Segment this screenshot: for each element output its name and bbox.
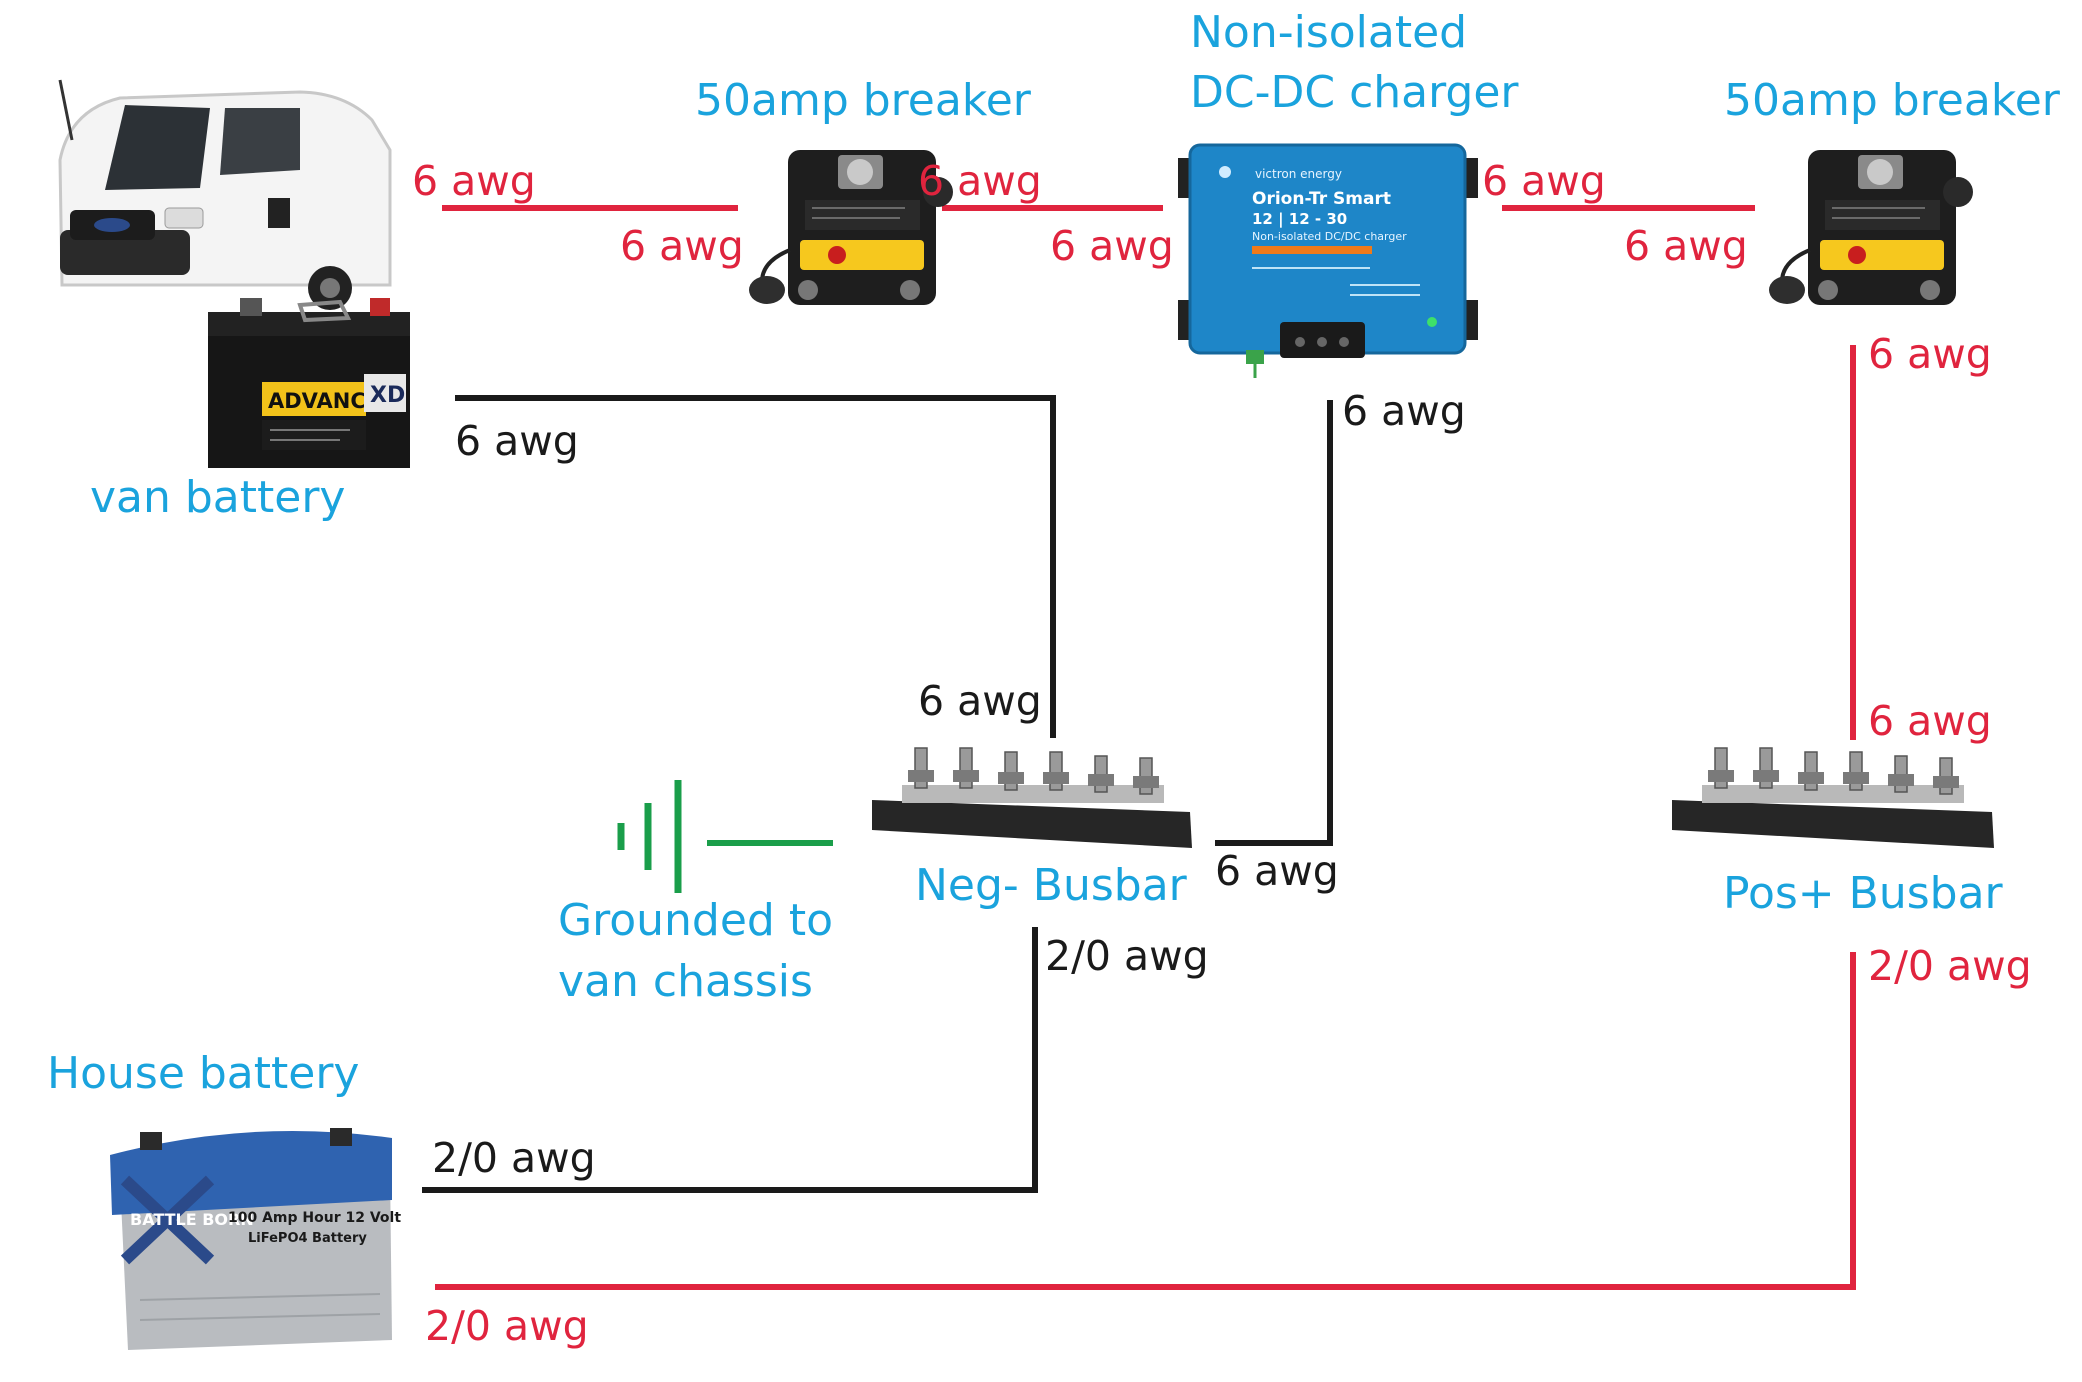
label-charger-neg: 6 awg xyxy=(1342,387,1466,435)
house-battery-icon: BATTLE BORN 100 Amp Hour 12 Volt LiFePO4… xyxy=(110,1128,401,1350)
van-icon xyxy=(58,79,392,310)
breaker-2-label: 50amp breaker xyxy=(1724,75,2061,126)
house-battery-spec2: LiFePO4 Battery xyxy=(248,1231,367,1246)
van-battery-icon: ADVANCED XD xyxy=(208,298,410,468)
van-battery-label: van battery xyxy=(90,472,345,523)
dc-dc-charger-icon: victron energy Orion-Tr Smart 12 | 12 - … xyxy=(1178,143,1478,378)
label-van-to-breaker-bottom: 6 awg xyxy=(620,222,744,270)
house-battery-brand: BATTLE BORN xyxy=(130,1210,254,1229)
label-pos-busbar-out: 2/0 awg xyxy=(1868,942,2032,990)
label-van-to-breaker-top: 6 awg xyxy=(412,157,536,205)
label-pos-busbar-in: 6 awg xyxy=(1868,697,1992,745)
label-charger-to-breaker-bottom: 6 awg xyxy=(1624,222,1748,270)
wire-neg-busbar-to-house xyxy=(422,927,1038,1193)
label-charger-to-breaker-top: 6 awg xyxy=(1482,157,1606,205)
neg-busbar-icon xyxy=(872,747,1192,848)
ground-icon xyxy=(617,780,682,893)
house-battery-label: House battery xyxy=(47,1048,359,1099)
van-battery-badge: XD xyxy=(370,383,405,408)
label-neg-busbar-in: 6 awg xyxy=(918,677,1042,725)
charger-label-line2: DC-DC charger xyxy=(1190,67,1519,118)
charger-rating: 12 | 12 - 30 xyxy=(1252,210,1347,229)
label-breaker-to-charger-top: 6 awg xyxy=(918,157,1042,205)
label-house-neg: 2/0 awg xyxy=(432,1134,596,1182)
breaker-1-label: 50amp breaker xyxy=(695,75,1032,126)
wire-pos-busbar-to-house xyxy=(435,952,1856,1290)
label-breaker-down: 6 awg xyxy=(1868,330,1992,378)
pos-busbar-icon xyxy=(1672,747,1994,848)
label-van-neg: 6 awg xyxy=(455,417,579,465)
breaker-2-icon xyxy=(1769,150,1973,305)
wire-labels: 6 awg 6 awg 6 awg 6 awg 6 awg 6 awg 6 aw… xyxy=(412,157,2032,1350)
charger-brand: victron energy xyxy=(1255,167,1342,181)
label-neg-busbar-out: 2/0 awg xyxy=(1045,932,1209,980)
wire-van-neg xyxy=(455,395,1056,738)
wires xyxy=(422,205,1856,1290)
charger-desc: Non-isolated DC/DC charger xyxy=(1252,230,1407,243)
ground-label-line1: Grounded to xyxy=(558,895,833,946)
breaker-1-icon xyxy=(749,150,953,305)
pos-busbar-label: Pos+ Busbar xyxy=(1723,868,2004,919)
charger-label-line1: Non-isolated xyxy=(1190,7,1467,58)
label-house-pos: 2/0 awg xyxy=(425,1302,589,1350)
charger-model: Orion-Tr Smart xyxy=(1252,189,1391,209)
neg-busbar-label: Neg- Busbar xyxy=(915,860,1188,911)
label-charger-neg-busbar: 6 awg xyxy=(1215,847,1339,895)
house-battery-spec1: 100 Amp Hour 12 Volt xyxy=(228,1210,401,1226)
component-labels: van battery 50amp breaker Non-isolated D… xyxy=(47,7,2061,1099)
wire-charger-neg xyxy=(1215,400,1333,846)
label-breaker-to-charger-bottom: 6 awg xyxy=(1050,222,1174,270)
ground-label-line2: van chassis xyxy=(558,956,813,1007)
